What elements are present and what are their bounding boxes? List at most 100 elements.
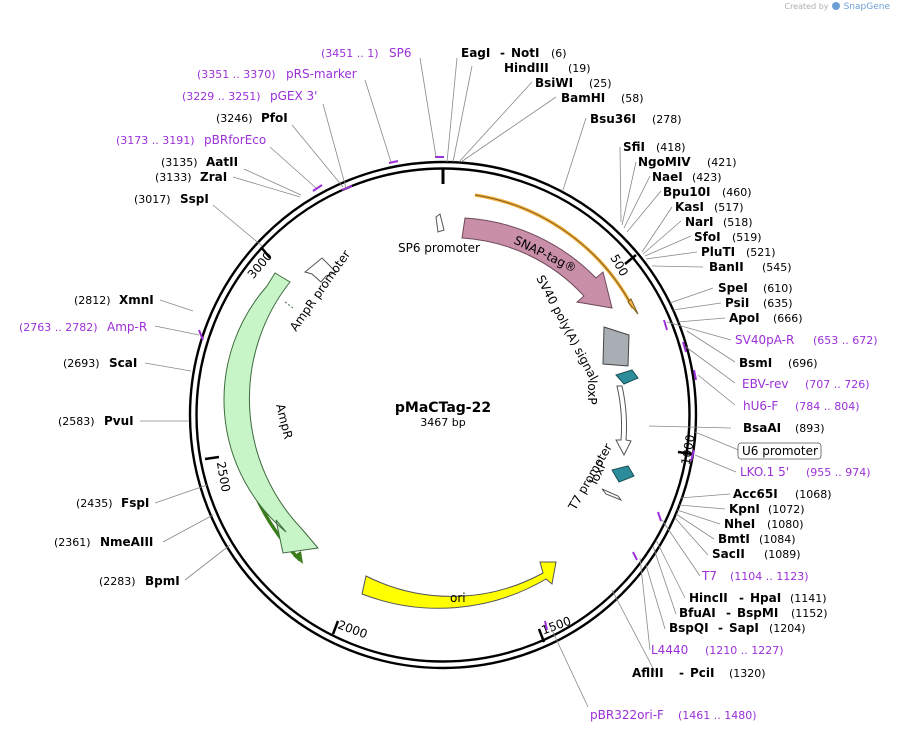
label-eagi-noti: EagI - NotI (6) [461, 46, 567, 60]
ebv-rev-name: EBV-rev [742, 377, 788, 391]
ampr-primer-pos: (2763 .. 2782) [19, 321, 98, 334]
feature-label-t7-promoter: T7 promoter [565, 441, 615, 513]
nari-name: NarI [685, 215, 714, 229]
label-bpu10i: Bpu10I (460) [663, 185, 752, 199]
kpni-pos: (1072) [768, 503, 805, 516]
spei-name: SpeI [718, 281, 748, 295]
banii-pos: (545) [762, 261, 792, 274]
label-lko1: LKO.1 5' (955 .. 974) [740, 465, 871, 479]
label-zrai: (3133) ZraI [155, 170, 227, 184]
bpu10i-name: Bpu10I [663, 185, 710, 199]
pluti-name: PluTI [701, 245, 735, 259]
aatii-name: AatII [206, 155, 238, 169]
feature-u6-region-arrow [615, 385, 632, 457]
ngomiv-pos: (421) [707, 156, 737, 169]
label-acc65i: Acc65I (1068) [733, 487, 832, 501]
bpmi-name: BpmI [145, 574, 180, 588]
xmni-name: XmnI [119, 293, 154, 307]
tick-label-2000: 2000 [336, 618, 369, 642]
label-nari: NarI (518) [685, 215, 753, 229]
afliii-sep: - [679, 666, 684, 680]
feature-ori [361, 561, 557, 609]
sspi-name: SspI [180, 192, 209, 206]
bfuai-sep: - [726, 606, 731, 620]
snap-tag-orf-arrowhead [627, 298, 639, 315]
label-t7: T7 (1104 .. 1123) [701, 569, 809, 583]
label-bsmi: BsmI (696) [739, 356, 818, 370]
label-bsiwi: BsiWI (25) [535, 76, 612, 90]
feature-snap-tag [461, 217, 613, 309]
hu6-f-name: hU6-F [743, 399, 778, 413]
pbr322ori-f-pos: (1461 .. 1480) [678, 709, 757, 722]
tick-mark-1500 [537, 628, 546, 643]
feature-label-sp6-promoter: SP6 promoter [398, 241, 480, 255]
bsmi-name: BsmI [739, 356, 772, 370]
feature-sv40-polya [602, 326, 630, 367]
fspi-pos: (2435) [76, 497, 113, 510]
feature-t7-promoter-arrow [601, 488, 623, 502]
feature-sp6-promoter-arrow [435, 213, 445, 233]
label-l4440: L4440 (1210 .. 1227) [651, 643, 784, 657]
kpni-name: KpnI [729, 502, 760, 516]
plasmid-name: pMaCTag-22 [395, 400, 491, 416]
sfoi-name: SfoI [694, 230, 721, 244]
label-banii: BanII (545) [709, 260, 792, 274]
ngomiv-name: NgoMIV [638, 155, 691, 169]
sspi-pos: (3017) [134, 193, 171, 206]
leader-lines [140, 57, 742, 708]
pbrforeco-name: pBRforEco [204, 133, 266, 147]
t7-name: T7 [701, 569, 717, 583]
scai-pos: (2693) [63, 357, 100, 370]
bsmi-pos: (696) [788, 357, 818, 370]
tick-mark-1000 [677, 450, 693, 456]
label-bpmi: (2283) BpmI [99, 574, 180, 588]
label-apoi: ApoI (666) [729, 311, 803, 325]
hu6-f-pos: (784 .. 804) [795, 400, 860, 413]
bspqi-name: BspQI [669, 621, 709, 635]
label-naei: NaeI (423) [652, 170, 722, 184]
label-pvui: (2583) PvuI [58, 414, 134, 428]
zrai-name: ZraI [200, 170, 227, 184]
label-xmni: (2812) XmnI [74, 293, 154, 307]
label-bsaai: BsaAI (893) [743, 421, 825, 435]
label-ampr-primer: (2763 .. 2782) Amp-R [19, 320, 147, 334]
backbone-ticks [204, 246, 693, 643]
label-ngomiv: NgoMIV (421) [638, 155, 737, 169]
bsaai-name: BsaAI [743, 421, 781, 435]
prs-marker-pos: (3351 .. 3370) [197, 68, 276, 81]
eagi-pos: (6) [551, 47, 567, 60]
label-hindiii: HindIII (19) [504, 61, 591, 75]
label-sp6: (3451 .. 1) SP6 [321, 46, 412, 60]
bspqi-pos: (1204) [769, 622, 806, 635]
plasmid-length: 3467 bp [420, 416, 465, 429]
label-sv40pa-r: SV40pA-R (653 .. 672) [735, 333, 878, 347]
scai-name: ScaI [109, 356, 137, 370]
noti-name: NotI [511, 46, 540, 60]
label-scai: (2693) ScaI [63, 356, 137, 370]
pluti-pos: (521) [746, 246, 776, 259]
pgex3-name: pGEX 3' [270, 89, 317, 103]
afliii-pos: (1320) [729, 667, 766, 680]
label-pfoi: (3246) PfoI [216, 111, 288, 125]
label-sacii: SacII (1089) [712, 547, 801, 561]
snapgene-logo-icon [832, 2, 841, 10]
ampr-primer-name: Amp-R [107, 320, 147, 334]
label-ebv-rev: EBV-rev (707 .. 726) [742, 377, 870, 391]
sp6-name: SP6 [389, 46, 412, 60]
bmti-pos: (1084) [759, 533, 796, 546]
bfuai-name: BfuAI [679, 606, 716, 620]
label-fspi: (2435) FspI [76, 496, 149, 510]
naei-name: NaeI [652, 170, 683, 184]
label-psii: PsiI (635) [725, 296, 793, 310]
label-bamhi: BamHI (58) [561, 91, 644, 105]
bamhi-name: BamHI [561, 91, 605, 105]
apoi-name: ApoI [729, 311, 760, 325]
hindiii-name: HindIII [504, 61, 549, 75]
feature-label-loxp-1: loxP [585, 380, 599, 405]
kasi-name: KasI [675, 200, 704, 214]
bsiwi-pos: (25) [589, 77, 612, 90]
hincii-name: HincII [689, 591, 728, 605]
xmni-pos: (2812) [74, 294, 111, 307]
pfoi-name: PfoI [261, 111, 288, 125]
pvui-pos: (2583) [58, 415, 95, 428]
